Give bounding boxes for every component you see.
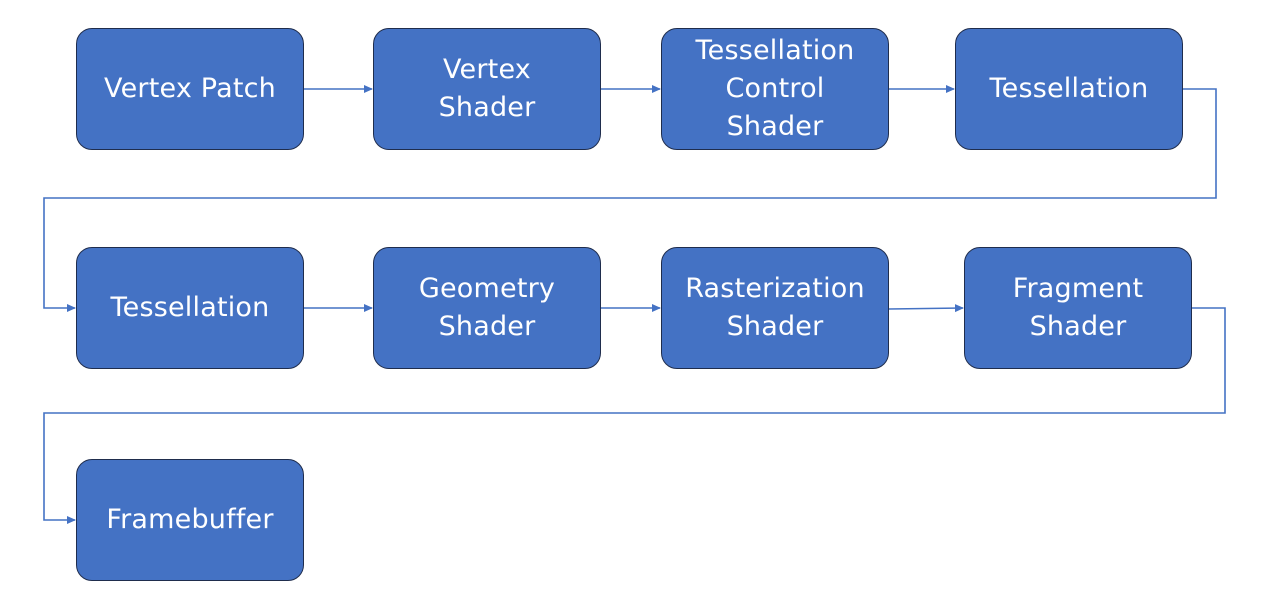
node-vertex-patch: Vertex Patch bbox=[76, 28, 304, 150]
node-rasterization-shader: Rasterization Shader bbox=[661, 247, 889, 369]
node-fragment-shader: Fragment Shader bbox=[964, 247, 1192, 369]
node-tessellation-2: Tessellation bbox=[76, 247, 304, 369]
edge-fragment-shader-to-framebuffer-elbow bbox=[43, 307, 1226, 524]
node-tessellation-1: Tessellation bbox=[955, 28, 1183, 150]
edge-tessellation-to-tessellation-elbow bbox=[43, 88, 1217, 312]
node-vertex-shader: Vertex Shader bbox=[373, 28, 601, 150]
node-geometry-shader: Geometry Shader bbox=[373, 247, 601, 369]
edge-rasterization-shader-to-fragment-shader bbox=[888, 304, 964, 313]
node-tessellation-control-shader: Tessellation Control Shader bbox=[661, 28, 889, 150]
node-framebuffer: Framebuffer bbox=[76, 459, 304, 581]
